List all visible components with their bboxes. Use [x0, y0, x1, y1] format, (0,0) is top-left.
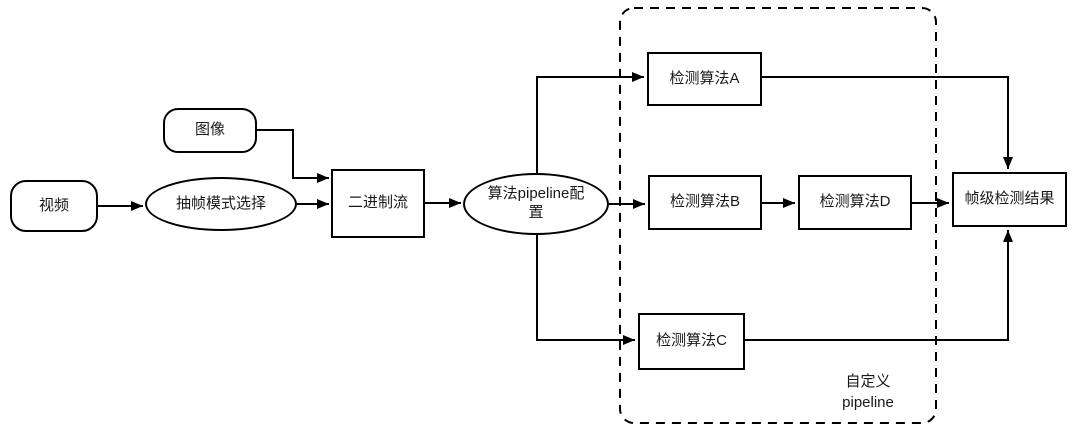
node-binary-stream-label: 二进制流	[347, 194, 408, 212]
node-detection-algo-b: 检测算法B	[648, 175, 762, 230]
node-frame-extraction-mode: 抽帧模式选择	[145, 177, 297, 231]
node-detection-algo-c: 检测算法C	[638, 313, 745, 370]
node-image-label: 图像	[194, 121, 225, 139]
node-video-label: 视频	[38, 196, 69, 214]
node-frame-level-result: 帧级检测结果	[952, 172, 1067, 227]
node-image: 图像	[163, 108, 257, 153]
node-detection-algo-a-label: 检测算法A	[669, 69, 740, 87]
edge-pipeline-config-to-algo-c	[536, 235, 635, 345]
node-detection-algo-b-label: 检测算法B	[669, 193, 740, 211]
edge-algo-c-to-result	[745, 230, 1013, 341]
node-frame-level-result-label: 帧级检测结果	[964, 190, 1055, 208]
edge-algo-a-to-result	[762, 76, 1013, 169]
node-detection-algo-d: 检测算法D	[798, 175, 912, 230]
node-pipeline-config-label: 算法pipeline配置	[487, 185, 585, 221]
edge-pipeline-config-to-algo-a	[536, 72, 644, 176]
custom-pipeline-caption-line2: pipeline	[842, 394, 894, 411]
custom-pipeline-caption: 自定义 pipeline	[818, 371, 918, 413]
edge-image-to-binary-stream	[257, 129, 329, 183]
node-detection-algo-a: 检测算法A	[647, 52, 762, 106]
node-binary-stream: 二进制流	[331, 169, 425, 238]
node-frame-extraction-mode-label: 抽帧模式选择	[175, 194, 266, 212]
node-detection-algo-d-label: 检测算法D	[819, 193, 891, 211]
node-pipeline-config: 算法pipeline配置	[463, 173, 609, 235]
custom-pipeline-boundary	[619, 7, 937, 424]
node-video: 视频	[10, 180, 98, 232]
custom-pipeline-caption-line1: 自定义	[845, 373, 891, 390]
node-detection-algo-c-label: 检测算法C	[656, 332, 727, 350]
